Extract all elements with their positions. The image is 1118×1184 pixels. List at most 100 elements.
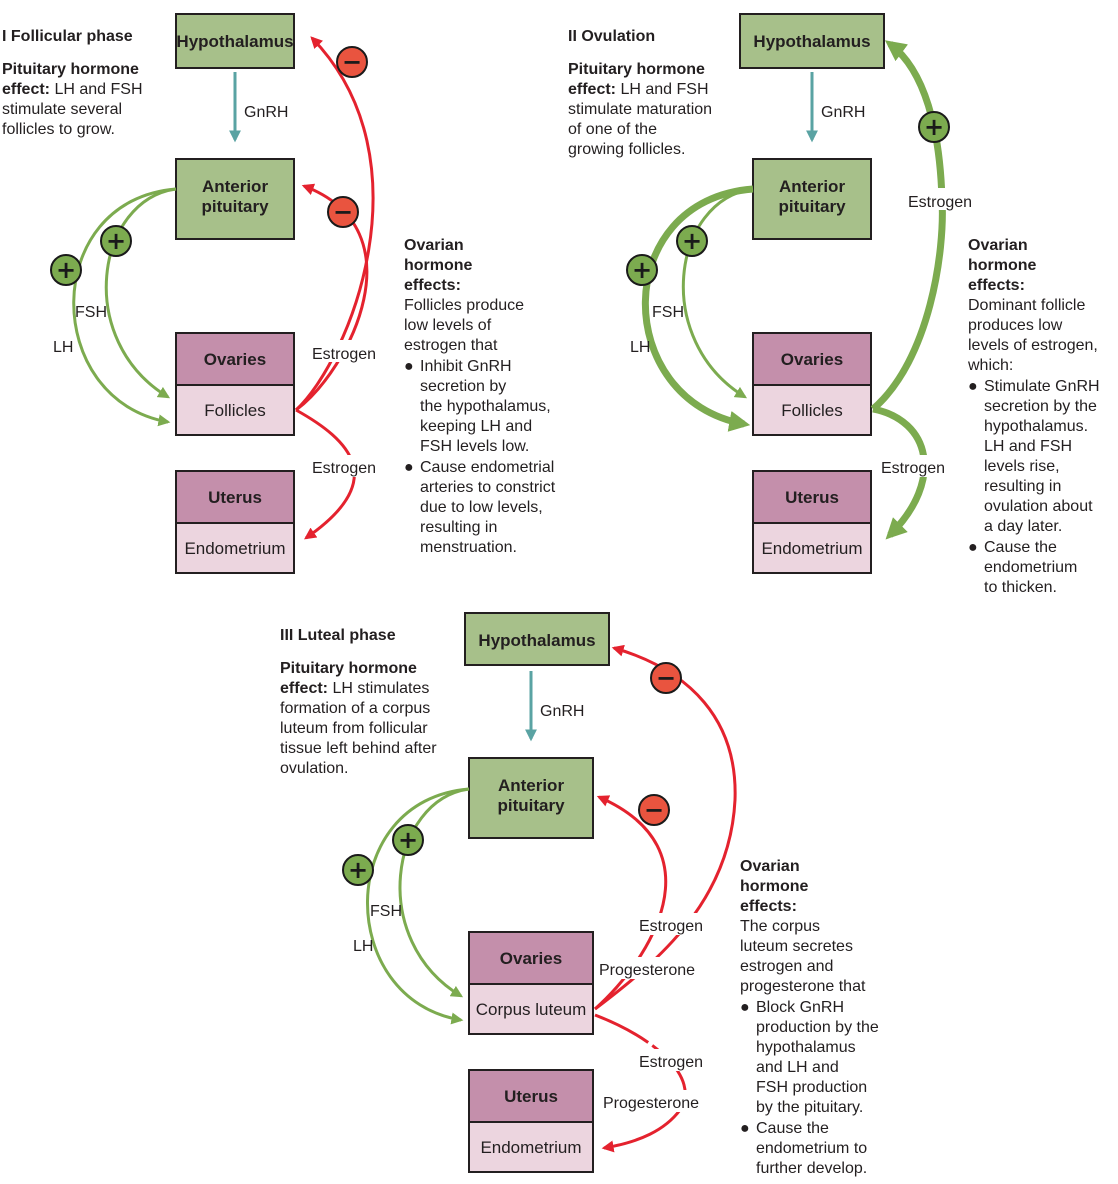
bullet: ● [404, 358, 414, 375]
pituitary-effect-text: Pituitary hormone effect: LH and FSH sti… [568, 61, 712, 158]
svg-text:ovulation about: ovulation about [984, 498, 1093, 515]
phase-title: II Ovulation [568, 28, 655, 45]
fsh-label: FSH [370, 903, 402, 920]
svg-text:hormone: hormone [740, 878, 809, 895]
svg-text:Ovaries: Ovaries [500, 949, 562, 968]
lh-label: LH [630, 339, 650, 356]
phase-follicular: I Follicular phase Pituitary hormone eff… [2, 13, 556, 574]
svg-text:Anterior: Anterior [202, 177, 269, 196]
svg-text:pituitary: pituitary [201, 197, 269, 216]
ovaries-box: Ovaries Follicles [175, 332, 295, 436]
svg-text:secretion by the: secretion by the [984, 398, 1097, 415]
svg-text:+: + [632, 256, 652, 284]
svg-text:levels of estrogen,: levels of estrogen, [968, 337, 1098, 354]
svg-text:+: + [682, 227, 702, 255]
fsh-arrow [681, 187, 754, 399]
svg-text:The corpus: The corpus [740, 918, 820, 935]
pituitary-heading: Pituitary hormone [568, 61, 705, 78]
bullet: ● [968, 378, 978, 395]
hypothalamus-box: Hypothalamus [739, 13, 885, 69]
svg-text:−: − [644, 796, 664, 824]
corpus-luteum-label: Corpus luteum [476, 1000, 587, 1019]
svg-text:Cause endometrial: Cause endometrial [420, 459, 554, 476]
anterior-pituitary-box: Anterior pituitary [752, 158, 872, 240]
svg-text:estrogen and: estrogen and [740, 958, 833, 975]
svg-text:Hypothalamus: Hypothalamus [478, 631, 595, 650]
svg-text:FSH levels low.: FSH levels low. [420, 438, 529, 455]
svg-text:by the pituitary.: by the pituitary. [756, 1099, 863, 1116]
hypothalamus-box: Hypothalamus [464, 612, 610, 666]
fsh-label: FSH [652, 304, 684, 321]
fsh-label: FSH [75, 304, 107, 321]
svg-text:Uterus: Uterus [504, 1087, 558, 1106]
estrogen-label: Estrogen [312, 346, 376, 363]
svg-text:−: − [333, 198, 353, 226]
svg-text:hypothalamus.: hypothalamus. [984, 418, 1088, 435]
lh-arrow [72, 187, 177, 427]
plus-sign: + [342, 854, 374, 886]
gnrh-label: GnRH [540, 703, 584, 720]
svg-text:Inhibit GnRH: Inhibit GnRH [420, 358, 512, 375]
uterus-box: Uterus Endometrium [175, 470, 295, 574]
endometrium-label: Endometrium [761, 539, 862, 558]
svg-text:effects:: effects: [968, 277, 1025, 294]
uterus-box: Uterus Endometrium [468, 1069, 594, 1173]
plus-sign: + [50, 254, 82, 286]
svg-text:effect: LH stimulates: effect: LH stimulates [280, 680, 429, 697]
estrogen-to-hypothalamus-arrow [294, 36, 375, 412]
estrogen-label: Estrogen [908, 194, 972, 211]
hormones-to-pituitary-arrow [594, 795, 668, 1011]
svg-text:keeping LH and: keeping LH and [420, 418, 532, 435]
svg-text:arteries to constrict: arteries to constrict [420, 479, 556, 496]
svg-text:secretion by: secretion by [420, 378, 506, 395]
svg-text:Follicles produce: Follicles produce [404, 297, 524, 314]
svg-text:Cause the: Cause the [756, 1120, 829, 1137]
svg-text:+: + [348, 856, 368, 884]
svg-text:FSH production: FSH production [756, 1079, 867, 1096]
pituitary-effect-text: Pituitary hormone effect: LH stimulates … [280, 660, 437, 777]
svg-text:estrogen that: estrogen that [404, 337, 498, 354]
pituitary-heading: Pituitary hormone [280, 660, 417, 677]
svg-text:luteum secretes: luteum secretes [740, 938, 853, 955]
svg-text:Uterus: Uterus [208, 488, 262, 507]
svg-text:hormone: hormone [968, 257, 1037, 274]
svg-text:−: − [342, 48, 362, 76]
minus-sign: − [336, 46, 368, 78]
anterior-pituitary-box: Anterior pituitary [175, 158, 295, 240]
svg-text:Hypothalamus: Hypothalamus [176, 32, 293, 51]
ovarian-effects-text: Ovarian hormone effects: Dominant follic… [967, 237, 1100, 596]
svg-text:further develop.: further develop. [756, 1160, 867, 1177]
svg-text:Anterior: Anterior [779, 177, 846, 196]
pituitary-line-2: stimulate several [2, 101, 122, 118]
svg-text:effects:: effects: [404, 277, 461, 294]
ovarian-effects-text: Ovarian hormone effects: The corpus lute… [740, 858, 879, 1177]
gnrh-label: GnRH [821, 104, 865, 121]
svg-text:progesterone that: progesterone that [740, 978, 866, 995]
svg-text:the hypothalamus,: the hypothalamus, [420, 398, 551, 415]
svg-text:a day later.: a day later. [984, 518, 1062, 535]
svg-text:Ovarian: Ovarian [740, 858, 800, 875]
hormones-to-endometrium-arrow [594, 1013, 687, 1153]
svg-text:+: + [56, 256, 76, 284]
pituitary-heading: Pituitary hormone [2, 61, 139, 78]
svg-text:low levels of: low levels of [404, 317, 492, 334]
fsh-arrow [104, 187, 177, 399]
svg-text:Uterus: Uterus [785, 488, 839, 507]
plus-sign: + [392, 824, 424, 856]
svg-text:+: + [924, 113, 944, 141]
svg-text:resulting in: resulting in [984, 478, 1061, 495]
minus-sign: − [650, 662, 682, 694]
plus-sign: + [918, 111, 950, 143]
svg-text:Block GnRH: Block GnRH [756, 999, 844, 1016]
svg-text:of one of the: of one of the [568, 121, 657, 138]
hormones-to-hypothalamus-arrow [594, 644, 737, 1011]
svg-text:luteum from follicular: luteum from follicular [280, 720, 428, 737]
svg-text:effects:: effects: [740, 898, 797, 915]
progesterone-label: Progesterone [599, 962, 695, 979]
phase-luteal: III Luteal phase Pituitary hormone effec… [280, 612, 879, 1177]
gnrh-label: GnRH [244, 104, 288, 121]
svg-text:produces low: produces low [968, 317, 1063, 334]
svg-text:levels rise,: levels rise, [984, 458, 1060, 475]
ovaries-box: Ovaries Follicles [752, 332, 872, 436]
svg-text:ovulation.: ovulation. [280, 760, 349, 777]
